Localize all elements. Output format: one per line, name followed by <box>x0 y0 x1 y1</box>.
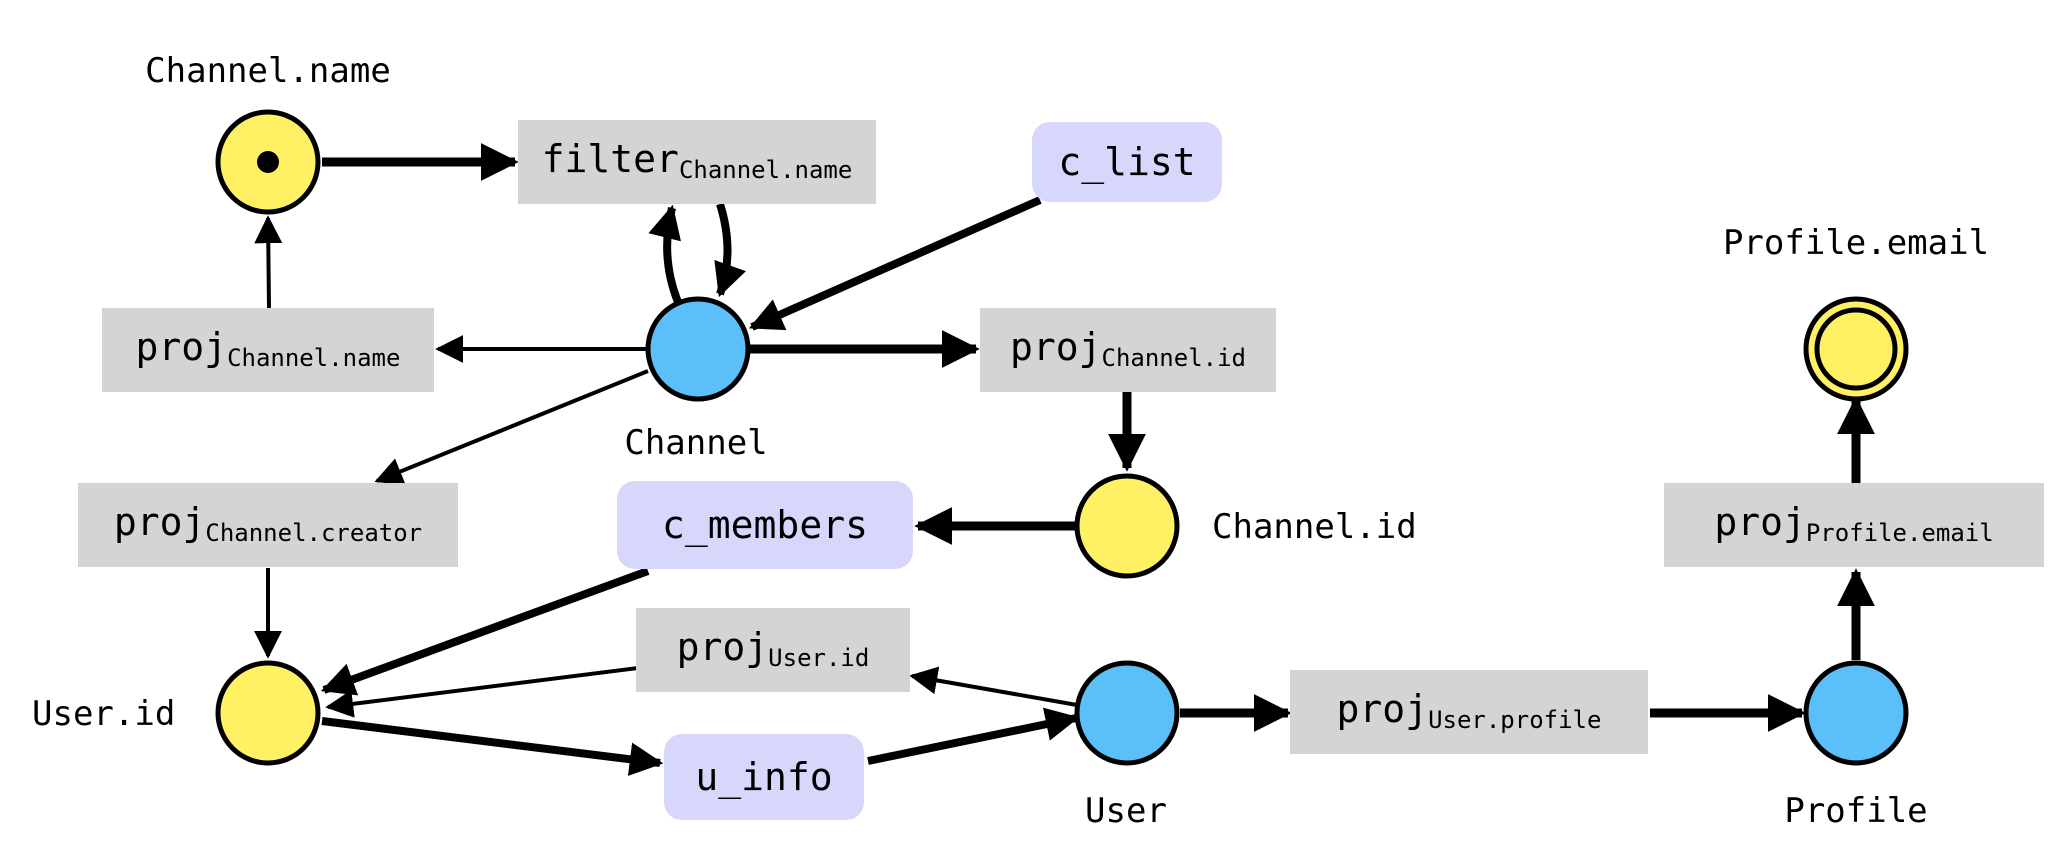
edge-proj-user-id-to-user-id <box>325 666 639 718</box>
input-label: u_info <box>695 755 832 800</box>
node-user <box>1074 660 1180 766</box>
operator-label: projUser.profile <box>1337 687 1602 734</box>
operator-label: projUser.id <box>677 625 870 672</box>
label-channel-id: Channel.id <box>1212 507 1417 547</box>
operator-label: projChannel.creator <box>114 500 422 547</box>
operator-label: projChannel.name <box>136 325 401 372</box>
operator-box-proj-channel-creator: projChannel.creator <box>78 483 458 567</box>
edge-u-info-to-user <box>867 707 1080 765</box>
edge-channel-to-filter <box>648 204 682 304</box>
edges <box>254 143 1875 776</box>
node-profile <box>1803 660 1909 766</box>
node-channel-id <box>1074 473 1180 579</box>
label-user: User <box>1085 791 1167 831</box>
edge-channel-to-proj-channel-creator <box>374 369 649 485</box>
operator-label: projProfile.email <box>1714 500 1993 547</box>
label-user-id: User.id <box>32 694 175 734</box>
edge-user-id-to-u-info <box>321 717 664 776</box>
operator-label: projChannel.id <box>1010 325 1246 372</box>
input-box-c-list: c_list <box>1032 122 1222 202</box>
input-box-c-members: c_members <box>617 481 913 569</box>
operator-label: filterChannel.name <box>542 137 853 184</box>
label-profile-email: Profile.email <box>1723 223 1989 263</box>
operator-box-proj-profile-email: projProfile.email <box>1664 483 2044 567</box>
node-user-id <box>215 660 321 766</box>
edge-c-members-to-user-id <box>320 567 650 696</box>
node-profile-email <box>1803 296 1909 402</box>
operator-box-proj-user-profile: projUser.profile <box>1290 670 1648 754</box>
edge-filter-to-channel <box>714 202 746 298</box>
label-channel-name: Channel.name <box>145 51 391 91</box>
edge-user-to-proj-user-id <box>909 666 1078 707</box>
node-channel <box>645 296 751 402</box>
operator-box-proj-channel-id: projChannel.id <box>980 308 1276 392</box>
label-profile: Profile <box>1784 791 1927 831</box>
operator-box-proj-channel-name: projChannel.name <box>102 308 434 392</box>
node-channel-name <box>215 109 321 215</box>
input-box-u-info: u_info <box>664 734 864 820</box>
operator-box-proj-user-id: projUser.id <box>636 608 910 692</box>
edge-proj-channel-name-to-channel-name <box>254 215 283 309</box>
operator-box-filter-channel-name: filterChannel.name <box>518 120 876 204</box>
input-label: c_list <box>1058 140 1195 185</box>
label-channel: Channel <box>624 423 767 463</box>
edge-c-list-to-channel <box>748 196 1042 331</box>
input-label: c_members <box>662 503 868 548</box>
